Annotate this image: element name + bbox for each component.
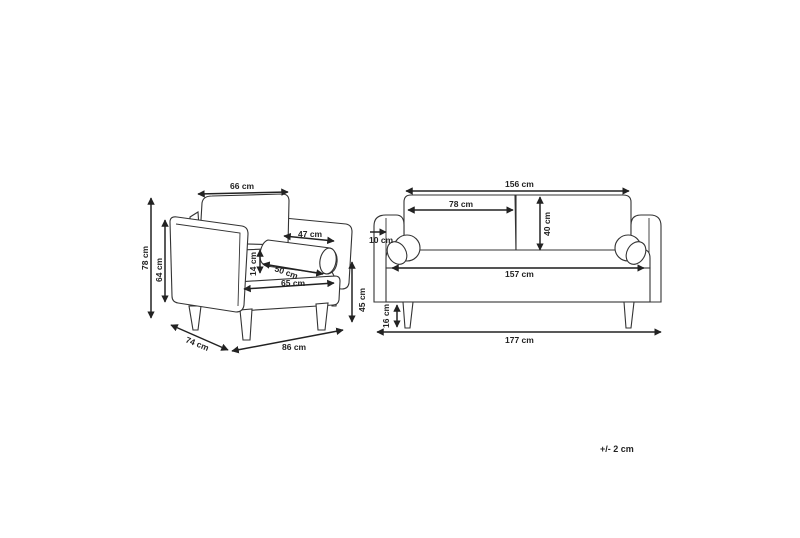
sofa-back-cushion-right <box>515 194 632 253</box>
dim-line-50 <box>262 261 324 277</box>
armchair-front-leg-right <box>315 302 329 331</box>
sofa-drawing: 156 cm 78 cm 40 cm 10 cm 157 cm 16 cm 17… <box>369 179 662 345</box>
sofa-seat-width-label: 157 cm <box>505 269 534 279</box>
sofa-bolster-left-end <box>386 241 408 265</box>
armchair-front-leg-left <box>239 308 253 341</box>
sofa-base <box>385 267 651 303</box>
sofa-total-width-label: 177 cm <box>505 335 534 345</box>
sofa-leg-right <box>623 301 635 329</box>
sofa-bolster-right-end <box>625 241 647 265</box>
sofa-leg-height-label: 16 cm <box>381 303 391 328</box>
armchair-seat-depth-label: 47 cm <box>298 229 323 239</box>
dim-line-74 <box>170 324 229 351</box>
armchair-drawing: 66 cm 78 cm 64 cm 47 cm 14 cm 50 cm 65 c… <box>140 181 367 354</box>
armchair-width-label: 86 cm <box>282 342 307 352</box>
dim-line-86 <box>231 327 344 354</box>
tolerance-note: +/- 2 cm <box>600 444 634 454</box>
armchair-bolster-height-label: 14 cm <box>248 251 258 276</box>
sofa-leg-left <box>402 301 414 329</box>
armchair-bolster-end <box>319 247 337 275</box>
sofa-back-width-label: 156 cm <box>505 179 534 189</box>
dim-line-66 <box>197 188 289 198</box>
armchair-width-back-label: 66 cm <box>230 181 255 191</box>
armchair-back-leg <box>188 305 202 331</box>
dim-line-47 <box>283 232 335 245</box>
armchair-left-arm <box>169 216 249 313</box>
dim-line-65 <box>243 279 335 293</box>
armchair-seat-height-label: 45 cm <box>357 287 367 312</box>
sofa-arm-width-label: 10 cm <box>369 235 394 245</box>
sofa-cushion-width-label: 78 cm <box>449 199 474 209</box>
sofa-seat-cushion <box>385 249 651 269</box>
armchair-seat-width-label: 65 cm <box>281 278 306 288</box>
armchair-height-total-label: 78 cm <box>140 245 150 270</box>
armchair-height-arm-label: 64 cm <box>154 257 164 282</box>
sofa-back-height-label: 40 cm <box>542 211 552 236</box>
